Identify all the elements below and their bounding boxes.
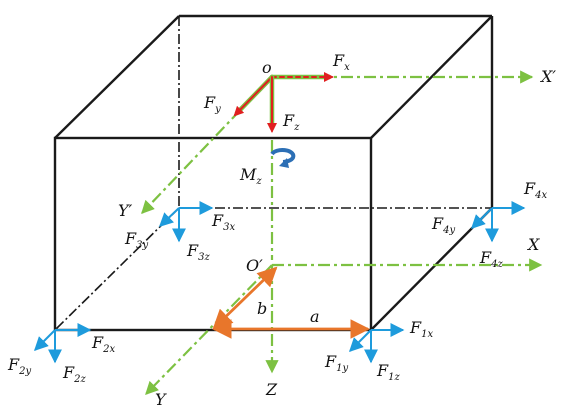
label-dim-b: b — [257, 299, 267, 318]
f2y-arrow — [34, 329, 56, 351]
label-f3z: F3z — [186, 241, 210, 263]
hidden-left-bottom-edge — [54, 207, 180, 331]
label-y-prime-axis: Y′ — [118, 201, 133, 220]
label-mz: Mz — [239, 165, 262, 187]
label-f2x: F2x — [91, 333, 115, 355]
label-dim-a: a — [310, 307, 320, 326]
box-top-left-edge — [54, 15, 180, 139]
label-f2z: F2z — [62, 363, 86, 385]
f1y-arrow — [349, 329, 372, 352]
label-f1z: F1z — [376, 361, 400, 383]
f3y-arrow — [158, 207, 180, 227]
label-f4z: F4z — [479, 248, 503, 270]
dim-b-arrow — [212, 266, 278, 330]
axes — [141, 70, 543, 395]
label-f3x: F3x — [211, 211, 235, 233]
label-x-axis: X — [526, 235, 540, 254]
box-top-right-edge — [370, 15, 493, 139]
label-f3y: F3y — [124, 229, 148, 251]
moment-mz-icon — [270, 148, 296, 168]
label-f2y: F2y — [7, 355, 31, 377]
label-f4y: F4y — [431, 214, 455, 236]
fy-arrow-core — [233, 76, 273, 117]
label-z-axis: Z — [265, 380, 278, 399]
label-fz: Fz — [282, 111, 300, 133]
label-f1x: F1x — [409, 318, 433, 340]
label-x-prime-axis: X′ — [539, 67, 556, 86]
corner-forces — [34, 201, 526, 364]
hidden-edges — [54, 16, 492, 331]
box-front-face — [53, 136, 373, 332]
label-fx: Fx — [332, 51, 350, 73]
labels: o Fx Fy Fz Mz X′ Y′ X Y Z O′ a b F1x F1y… — [7, 51, 556, 409]
label-y-axis: Y — [155, 390, 167, 409]
label-o: o — [262, 58, 272, 77]
label-f4x: F4x — [523, 179, 547, 201]
f4y-arrow — [471, 207, 493, 229]
label-fy: Fy — [203, 93, 221, 115]
body-forces — [233, 72, 334, 133]
box-edges — [53, 14, 494, 332]
dimensions — [212, 266, 370, 339]
label-f1y: F1y — [324, 352, 348, 374]
label-origin-prime: O′ — [246, 256, 263, 275]
